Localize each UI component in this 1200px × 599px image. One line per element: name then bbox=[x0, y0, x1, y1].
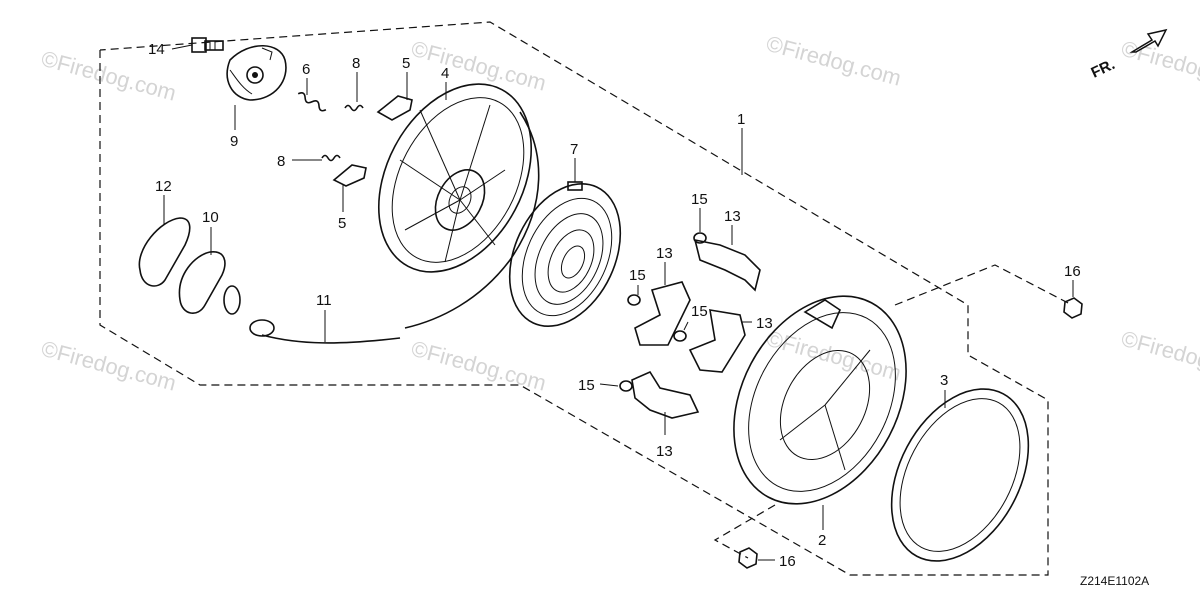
watermark: ©Firedog.com bbox=[764, 326, 904, 386]
arrow-icon bbox=[1129, 28, 1168, 53]
callout-13: 13 bbox=[656, 443, 673, 460]
screen-part bbox=[890, 388, 1030, 562]
watermark: ©Firedog.com bbox=[409, 36, 549, 96]
watermark: ©Firedog.com bbox=[39, 336, 179, 396]
callout-16: 16 bbox=[1064, 263, 1081, 280]
callout-13: 13 bbox=[656, 245, 673, 262]
nut-part bbox=[1063, 297, 1083, 319]
nut-connector-bottom bbox=[713, 504, 776, 559]
spring-part bbox=[297, 92, 327, 112]
callout-6: 6 bbox=[302, 61, 310, 78]
callout-15: 15 bbox=[578, 377, 595, 394]
ratchet-part bbox=[376, 95, 413, 121]
watermark: ©Firedog.com bbox=[1119, 326, 1200, 386]
small-spring-part bbox=[344, 104, 364, 112]
watermark: ©Firedog.com bbox=[409, 336, 549, 396]
callout-3: 3 bbox=[940, 372, 948, 389]
callout-4: 4 bbox=[441, 65, 449, 82]
nut-connector-top bbox=[894, 264, 1073, 306]
handle-part bbox=[138, 217, 275, 337]
callout-5: 5 bbox=[402, 55, 410, 72]
watermark: ©Firedog.com bbox=[764, 31, 904, 91]
starter-case-part bbox=[733, 295, 907, 505]
callout-15: 15 bbox=[629, 267, 646, 284]
callout-15: 15 bbox=[691, 303, 708, 320]
callout-1: 1 bbox=[737, 111, 745, 128]
small-spring-part bbox=[321, 154, 341, 162]
callout-7: 7 bbox=[570, 141, 578, 158]
pawl-part bbox=[619, 232, 761, 419]
callout-5: 5 bbox=[338, 215, 346, 232]
callout-13: 13 bbox=[756, 315, 773, 332]
leader-lines bbox=[163, 44, 1074, 561]
cam-plate-part bbox=[226, 45, 287, 101]
spiral-spring-part bbox=[508, 181, 622, 327]
callout-labels: 1 2 3 4 5 5 6 7 8 8 9 10 11 12 13 13 13 … bbox=[148, 41, 1081, 570]
callout-8: 8 bbox=[352, 55, 360, 72]
ratchet-part bbox=[332, 164, 367, 187]
front-label: FR. bbox=[1089, 56, 1118, 82]
callout-12: 12 bbox=[155, 178, 172, 195]
bolt-part bbox=[191, 37, 224, 53]
callout-15: 15 bbox=[691, 191, 708, 208]
callout-8: 8 bbox=[277, 153, 285, 170]
callout-9: 9 bbox=[230, 133, 238, 150]
callout-13: 13 bbox=[724, 208, 741, 225]
diagram-code: Z214E1102A bbox=[1080, 574, 1149, 588]
assembly-boundary bbox=[99, 21, 1049, 576]
nut-part bbox=[738, 547, 758, 569]
callout-16: 16 bbox=[779, 553, 796, 570]
callout-2: 2 bbox=[818, 532, 826, 549]
callout-11: 11 bbox=[316, 292, 332, 309]
callout-10: 10 bbox=[202, 209, 219, 226]
reel-part bbox=[377, 83, 540, 329]
rope-part bbox=[261, 334, 401, 344]
callout-14: 14 bbox=[148, 41, 165, 58]
